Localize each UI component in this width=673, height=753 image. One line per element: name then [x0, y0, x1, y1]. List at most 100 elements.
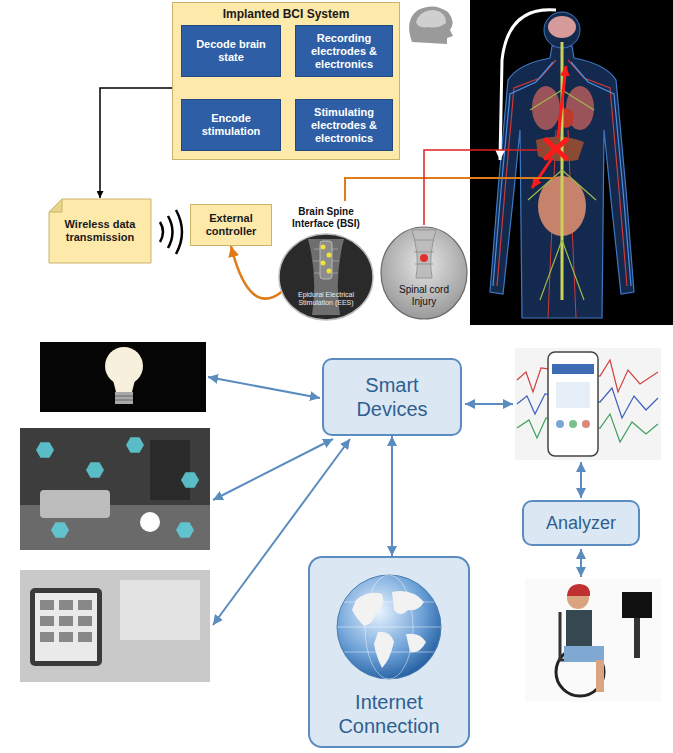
smart-home-photo — [86, 462, 104, 478]
head-icon — [416, 10, 446, 28]
tablet-photo — [40, 632, 54, 642]
eeg-phone-photo — [552, 364, 594, 374]
eeg-phone-photo — [556, 382, 590, 408]
smart-home-photo — [176, 522, 194, 538]
wheelchair-user-photo — [567, 584, 590, 596]
ellipse-outline — [321, 261, 326, 266]
globe-icon — [374, 632, 394, 668]
text-holder: Recording electrodes & electronics — [296, 26, 392, 76]
smart-home-photo — [140, 512, 160, 532]
network-box: Internet Connection — [308, 556, 470, 748]
smart-home-photo — [36, 437, 199, 538]
connector — [231, 246, 282, 299]
wireless-symbol — [160, 210, 182, 254]
wheelchair-user-photo — [564, 646, 604, 662]
globe-icon — [352, 593, 383, 626]
ellipse-outline — [320, 241, 332, 279]
process-box: Decode brain state — [181, 25, 281, 77]
ellipse-outline — [279, 234, 373, 320]
tablet-photo — [35, 593, 97, 661]
anatomy-figure — [546, 140, 566, 158]
anatomy-figure — [500, 10, 556, 160]
ellipse-outline — [278, 233, 374, 321]
anatomy-figure — [558, 66, 566, 138]
connector — [100, 88, 172, 198]
node-text: External controller — [195, 212, 267, 238]
device-links — [580, 549, 582, 577]
anatomy-figure — [528, 90, 596, 300]
device-links — [580, 462, 582, 498]
text-holder: Analyzer — [524, 502, 638, 544]
lightbulb-photo — [115, 396, 133, 400]
controller-box: External controller — [190, 204, 272, 246]
node-text: Wireless data transmission — [52, 218, 148, 244]
smart-home-photo — [20, 428, 210, 550]
eeg-phone-photo — [515, 348, 661, 460]
folded-note-box: Wireless data transmission — [48, 198, 152, 264]
tablet-photo — [78, 600, 92, 610]
wheelchair-user-photo — [566, 610, 592, 650]
ellipse-outline — [327, 253, 332, 258]
smart-home-photo — [51, 522, 69, 538]
globe-icon — [337, 575, 441, 679]
node-text: Smart Devices — [342, 373, 442, 421]
eeg-phone-photo — [556, 420, 564, 428]
lightbulb-photo — [105, 347, 143, 385]
lightbulb-photo — [113, 380, 135, 392]
anatomy-figure — [536, 136, 584, 161]
wheelchair-user-photo — [622, 592, 652, 618]
ellipse-outline — [321, 245, 326, 250]
globe-icon — [392, 591, 424, 614]
tablet-photo — [59, 632, 73, 642]
device-links — [213, 439, 333, 500]
device-links — [208, 377, 320, 398]
node-text: Epidural Electrical Stimulation (EES) — [294, 291, 358, 307]
wheelchair-user-photo — [596, 660, 604, 692]
tablet-photo — [40, 600, 54, 610]
head-icon — [409, 6, 453, 44]
ellipse-outline — [381, 227, 467, 319]
text-holder: Encode stimulation — [182, 100, 280, 150]
node-text: Decode brain state — [186, 38, 276, 64]
anatomy-figure — [532, 158, 552, 188]
tablet-photo — [20, 570, 210, 682]
wireless-symbol — [160, 210, 182, 254]
node-text: Internet Connection — [314, 690, 464, 738]
tablet-photo — [59, 616, 73, 626]
text-holder: External controller — [191, 205, 271, 245]
lightbulb-photo — [115, 392, 133, 404]
lightbulb-photo — [40, 342, 206, 412]
anatomy-figure — [470, 0, 673, 325]
leader-lines — [345, 150, 556, 225]
text-holder: Spinal cord Injury — [392, 284, 456, 308]
connector — [391, 436, 393, 556]
leader-lines — [345, 178, 556, 201]
tablet-photo — [40, 616, 54, 626]
smart-home-photo — [40, 490, 110, 518]
smart-home-photo — [36, 442, 54, 458]
process-box: Analyzer — [522, 500, 640, 546]
tablet-photo — [78, 616, 92, 626]
node-text: Encode stimulation — [186, 112, 276, 138]
tablet-photo — [59, 600, 73, 610]
ellipse-outline — [420, 254, 428, 262]
tablet-photo — [30, 588, 102, 666]
ellipse-outline — [414, 240, 434, 264]
node-text: Spinal cord Injury — [392, 284, 456, 308]
smart-home-photo — [181, 472, 199, 488]
injury-circle: Spinal cord Injury — [380, 226, 468, 320]
node-text: Recording electrodes & electronics — [300, 32, 388, 71]
text-holder: Smart Devices — [324, 360, 460, 434]
leader-lines — [424, 150, 542, 225]
eeg-phone-photo — [582, 420, 590, 428]
anatomy-figure — [470, 0, 673, 325]
text-holder: Decode brain state — [182, 26, 280, 76]
ellipse-outline — [412, 230, 436, 278]
tablet-photo — [20, 570, 210, 682]
process-box: Stimulating electrodes & electronics — [295, 99, 393, 151]
ellipse-outline — [327, 269, 332, 274]
text-holder: Internet Connection — [314, 690, 464, 738]
eeg-phone-photo — [548, 352, 598, 456]
device-links — [465, 403, 513, 405]
node-text: Stimulating electrodes & electronics — [300, 106, 388, 145]
